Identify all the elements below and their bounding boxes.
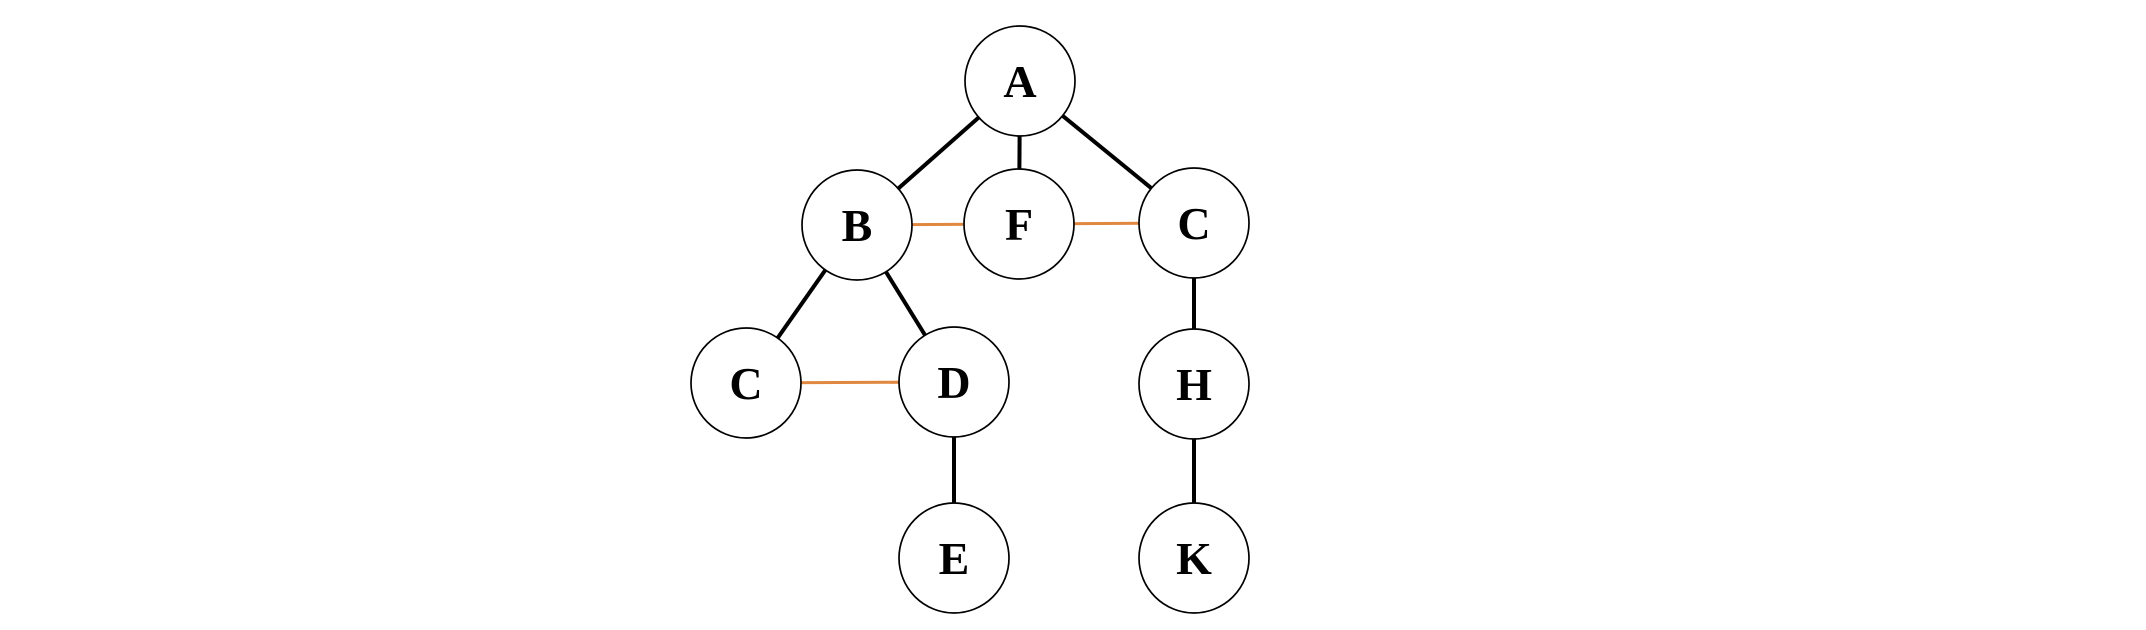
graph-node-e: E	[898, 502, 1010, 614]
graph-node-d: D	[898, 326, 1010, 438]
node-circle-a	[964, 25, 1076, 137]
node-label-f: F	[1005, 199, 1033, 250]
node-circle-c1	[690, 327, 802, 439]
node-label-a: A	[1003, 56, 1036, 107]
node-circle-h	[1138, 328, 1250, 440]
node-circle-d	[898, 326, 1010, 438]
node-circle-e	[898, 502, 1010, 614]
graph-node-k: K	[1138, 502, 1250, 614]
node-label-c2: C	[1177, 198, 1210, 249]
node-circle-b	[801, 169, 913, 281]
graph-node-b: B	[801, 169, 913, 281]
graph-node-a: A	[964, 25, 1076, 137]
node-label-h: H	[1176, 359, 1212, 410]
node-circle-c2	[1138, 167, 1250, 279]
node-label-e: E	[939, 533, 970, 584]
node-label-c1: C	[729, 358, 762, 409]
graph-node-h: H	[1138, 328, 1250, 440]
node-label-b: B	[842, 200, 873, 251]
node-circle-k	[1138, 502, 1250, 614]
node-label-k: K	[1176, 533, 1212, 584]
graph-node-c1: C	[690, 327, 802, 439]
node-circle-f	[963, 168, 1075, 280]
graph-node-f: F	[963, 168, 1075, 280]
node-label-d: D	[937, 357, 970, 408]
graph-node-c2: C	[1138, 167, 1250, 279]
